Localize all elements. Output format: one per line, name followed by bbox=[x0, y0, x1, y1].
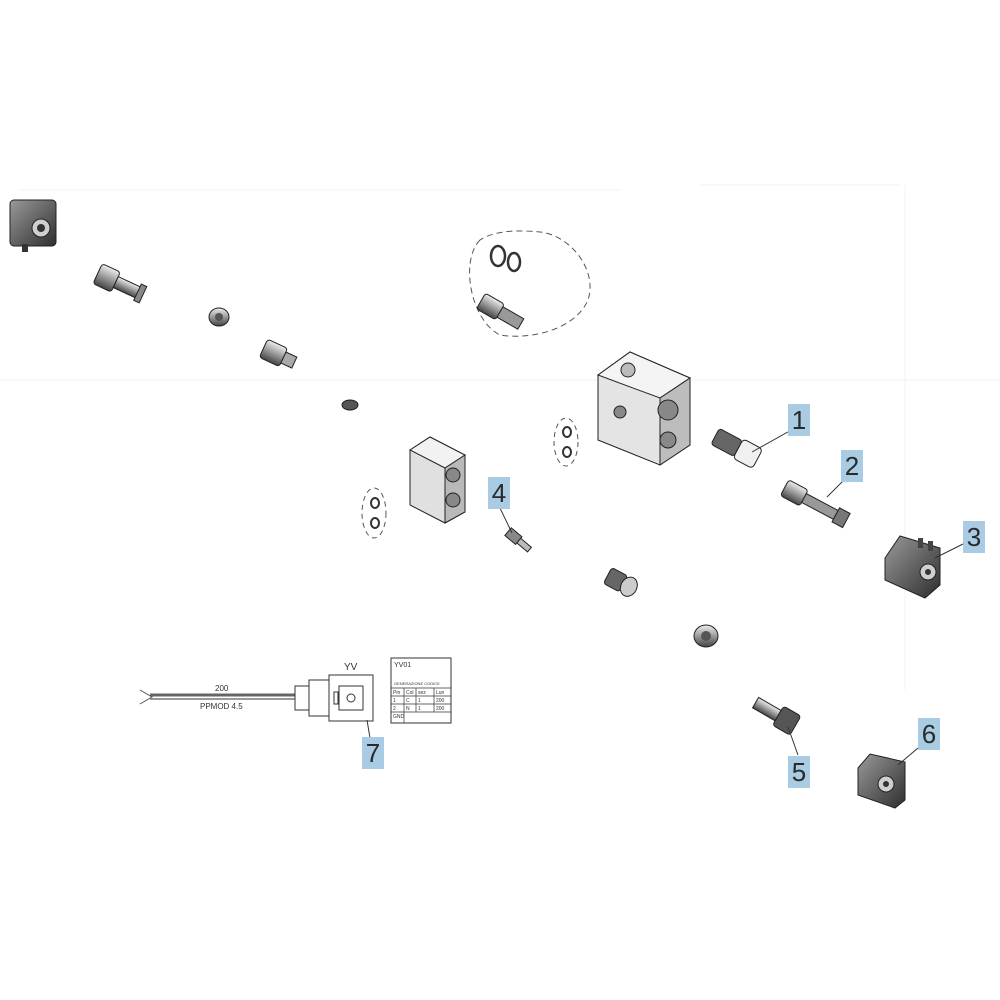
table-col-header: Lun bbox=[436, 690, 445, 696]
connector-tag: YV bbox=[344, 662, 358, 673]
table-cell: GND bbox=[393, 714, 405, 720]
solenoid-coil-left bbox=[9, 199, 57, 252]
table-col-header: Col bbox=[406, 690, 414, 696]
cable-assembly: 200 PPMOD 4.5 YV bbox=[139, 662, 374, 722]
fitting-b bbox=[259, 339, 298, 369]
table-col-header: sez bbox=[418, 690, 426, 696]
cable-length-label: 200 bbox=[215, 684, 229, 693]
part-6-coil bbox=[857, 753, 906, 809]
seal-oval-left bbox=[361, 487, 387, 539]
fitting-e bbox=[693, 624, 719, 648]
table-header-note: GENERAZIONE CODICE bbox=[394, 681, 440, 686]
table-cell: C bbox=[406, 698, 410, 704]
fitting-c bbox=[341, 399, 359, 411]
part-5-stem bbox=[751, 696, 801, 735]
table-cell: 1 bbox=[393, 698, 396, 704]
fitting-d bbox=[603, 568, 638, 597]
table-cell: 1 bbox=[418, 706, 421, 712]
table-cell: N bbox=[406, 706, 410, 712]
valve-stem-left bbox=[93, 264, 148, 304]
leader-1 bbox=[751, 427, 796, 453]
table-cell: 1 bbox=[418, 698, 421, 704]
leader-5 bbox=[787, 726, 799, 756]
table-cell: 200 bbox=[436, 698, 445, 704]
valve-block-secondary bbox=[409, 436, 466, 524]
fitting-a bbox=[208, 307, 230, 327]
callout-2: 2 bbox=[841, 450, 863, 482]
callout-5: 5 bbox=[788, 756, 810, 788]
table-title: YV01 bbox=[394, 662, 411, 669]
seal-oval-mid bbox=[553, 417, 579, 467]
leader-3 bbox=[934, 543, 964, 559]
callout-6: 6 bbox=[918, 718, 940, 750]
table-cell: 200 bbox=[436, 706, 445, 712]
leader-7 bbox=[366, 719, 371, 739]
leader-4 bbox=[498, 505, 513, 534]
part-2-cartridge bbox=[780, 480, 851, 529]
callout-4: 4 bbox=[488, 477, 510, 509]
part-4-pin bbox=[504, 527, 533, 553]
callout-7: 7 bbox=[362, 737, 384, 769]
callout-3: 3 bbox=[963, 521, 985, 553]
leader-6 bbox=[897, 747, 919, 766]
callout-1: 1 bbox=[788, 404, 810, 436]
part-1-plug bbox=[711, 428, 762, 468]
cable-code-label: PPMOD 4.5 bbox=[200, 702, 243, 711]
part-3-coil bbox=[884, 535, 941, 599]
table-col-header: Pin bbox=[393, 690, 400, 696]
valve-block-main bbox=[596, 351, 692, 466]
table-cell: 2 bbox=[393, 706, 396, 712]
background-noise bbox=[0, 184, 1000, 690]
seal-kit-group bbox=[469, 230, 591, 337]
